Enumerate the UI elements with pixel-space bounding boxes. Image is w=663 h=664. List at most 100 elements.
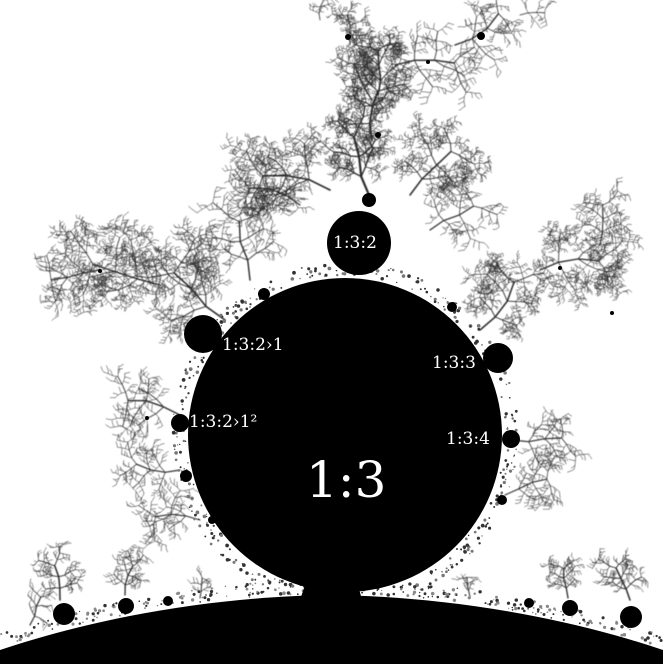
filament-branch [215, 282, 219, 284]
filament-branch [179, 318, 183, 320]
filament-branch [199, 291, 203, 292]
filament-branch [474, 240, 475, 248]
filament-branch [172, 262, 174, 265]
filament-branch [279, 208, 280, 213]
filament-branch [446, 178, 449, 179]
filament-branch [181, 304, 184, 308]
filament-branch [369, 173, 372, 174]
filament-branch [163, 254, 164, 256]
filament-branch [441, 50, 443, 57]
filament-branch [275, 146, 279, 149]
filament-branch [367, 109, 368, 116]
filament-branch [163, 330, 165, 332]
filament-branch [372, 181, 376, 183]
filament-branch [473, 61, 480, 63]
filament-branch [455, 137, 457, 144]
filament-branch [240, 166, 245, 167]
filament-branch [458, 102, 464, 105]
filament-branch [292, 144, 293, 152]
filament-branch [450, 119, 452, 124]
filament-branch [443, 131, 444, 135]
filament-branch [464, 92, 466, 106]
filament-branch [476, 147, 478, 149]
filament-branch [448, 23, 454, 25]
filament-branch [276, 183, 278, 186]
filament-branch [311, 128, 312, 136]
filament-branch [458, 250, 464, 251]
filament-branch [465, 207, 468, 208]
filament-branch [439, 205, 442, 215]
filament-branch [414, 165, 417, 167]
filament-branch [351, 21, 354, 23]
filament-branch [442, 209, 446, 210]
filament-branch [399, 32, 403, 33]
filament-branch [340, 174, 345, 176]
filament-branch [168, 266, 169, 269]
filament-branch [417, 24, 418, 36]
filament-branch [339, 170, 342, 171]
filament-branch [424, 198, 426, 204]
filament-branch [451, 235, 454, 239]
filament-branch [342, 142, 343, 147]
filament-branch [245, 155, 247, 158]
filament-branch [170, 300, 174, 304]
filament-branch [165, 314, 183, 316]
filament-branch [250, 140, 255, 143]
filament-branch [447, 132, 452, 133]
filament-branch [227, 133, 228, 138]
filament-branch [197, 301, 200, 304]
filament-branch [497, 68, 498, 76]
filament-branch [390, 137, 392, 140]
filament-branch [402, 42, 404, 43]
filament-branch [489, 203, 499, 211]
filament-branch [353, 149, 356, 150]
filament-branch [172, 274, 174, 278]
filament-branch [490, 4, 496, 5]
filament-branch [156, 314, 160, 315]
filament-branch [158, 309, 165, 314]
filament-branch [369, 91, 372, 93]
filament-branch [184, 304, 186, 308]
filament-branch [435, 74, 442, 75]
filament-branch [486, 176, 487, 179]
filament-branch [473, 180, 474, 183]
filament-branch [351, 120, 355, 121]
filament-branch [195, 281, 196, 285]
filament-branch [461, 246, 467, 247]
filament-branch [502, 210, 507, 211]
filament-branch [159, 343, 164, 344]
filament-branch [493, 227, 499, 230]
filament-branch [293, 204, 294, 207]
filament-branch [481, 174, 482, 179]
filament-branch [369, 160, 371, 162]
filament-branch [477, 7, 478, 11]
filament-branch [433, 187, 438, 188]
filament-branch [456, 141, 458, 142]
filament-branch [192, 299, 195, 300]
filament-branch [347, 66, 350, 67]
filament-branch [475, 93, 479, 99]
filament-branch [269, 164, 272, 169]
filament-branch [501, 28, 506, 29]
filament-branch [395, 28, 399, 32]
filament-branch [215, 287, 222, 295]
filament-branch [180, 320, 188, 321]
filament-branch [334, 15, 337, 16]
filament-branch [383, 148, 386, 155]
filament-branch [167, 281, 175, 286]
filament-branch [144, 258, 145, 261]
filament-branch [497, 219, 498, 225]
filament-branch [456, 160, 459, 162]
filament-branch [265, 150, 269, 153]
filament-branch [371, 128, 374, 129]
filament-branch [347, 111, 350, 112]
filament-branch [455, 116, 457, 118]
filament-branch [224, 182, 228, 184]
filament-branch [361, 21, 368, 22]
filament-branch [494, 60, 501, 72]
filament-branch [439, 142, 440, 148]
filament-branch [322, 129, 325, 131]
filament-branch [407, 145, 411, 148]
filament-branch [325, 163, 328, 165]
filament-branch [455, 221, 460, 222]
